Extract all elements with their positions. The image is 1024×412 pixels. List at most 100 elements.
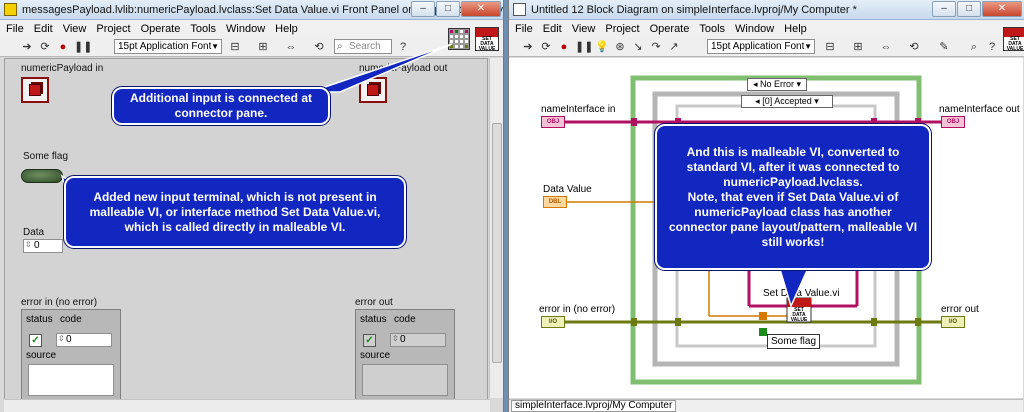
highlight-execution-icon[interactable]: 💡 xyxy=(595,41,609,53)
run-arrow-icon[interactable]: ➔ xyxy=(22,41,32,53)
distribute-objects-icon[interactable]: ⊞ xyxy=(853,41,863,53)
front-panel-titlebar[interactable]: messagesPayload.lvlib:numericPayload.lvc… xyxy=(0,0,503,20)
menu-edit[interactable]: Edit xyxy=(33,22,53,35)
status-checkbox[interactable]: ✓ xyxy=(29,334,42,347)
step-out-icon[interactable]: ↗ xyxy=(669,41,679,53)
front-panel-vertical-scrollbar[interactable] xyxy=(489,58,503,398)
maximize-button[interactable]: □ xyxy=(957,1,981,17)
abort-icon[interactable]: ● xyxy=(560,41,568,53)
source-field[interactable] xyxy=(28,364,114,396)
menu-operate[interactable]: Operate xyxy=(649,22,690,35)
menu-tools[interactable]: Tools xyxy=(699,22,726,35)
chevron-down-icon: ▼ xyxy=(211,42,219,51)
some-flag-terminal[interactable]: Some flag xyxy=(767,334,821,349)
error-in-terminal[interactable]: I/O xyxy=(541,316,565,328)
error-tunnel xyxy=(675,318,681,326)
error-tunnel xyxy=(915,318,921,326)
menu-help[interactable]: Help xyxy=(784,22,807,35)
name-interface-in-terminal[interactable]: OBJ xyxy=(541,116,565,128)
search-input[interactable]: ⌕ Search xyxy=(334,39,392,54)
chevron-left-icon[interactable]: ◂ xyxy=(752,79,758,89)
chevron-down-icon[interactable]: ▾ xyxy=(814,96,819,106)
increment-icon[interactable]: ⇳ xyxy=(58,334,65,343)
chevron-down-icon[interactable]: ▾ xyxy=(796,79,802,89)
error-in-label: error in (no error) xyxy=(539,304,616,315)
block-diagram-window: Untitled 12 Block Diagram on simpleInter… xyxy=(508,0,1024,412)
run-continuous-icon[interactable]: ⟳ xyxy=(40,41,50,53)
minimize-button[interactable]: – xyxy=(932,1,956,17)
connector-pane-icon[interactable] xyxy=(448,28,470,50)
menu-window[interactable]: Window xyxy=(735,22,775,35)
menu-file[interactable]: File xyxy=(515,22,533,35)
front-panel-toolbar: ➔ ⟳ ● ❚❚ 15pt Application Font ▼ ⊟ ⊞ ⇔ ⟲… xyxy=(0,37,503,57)
close-button[interactable]: ✕ xyxy=(982,1,1022,17)
menu-project[interactable]: Project xyxy=(96,22,131,35)
menu-view[interactable]: View xyxy=(571,22,596,35)
error-out-cluster[interactable]: status code ✓ ⇳ 0 source xyxy=(355,309,455,401)
font-selector[interactable]: 15pt Application Font ▼ xyxy=(707,39,815,54)
align-objects-icon[interactable]: ⊟ xyxy=(825,41,835,53)
status-label: status xyxy=(26,314,53,325)
menu-window[interactable]: Window xyxy=(226,22,266,35)
numeric-payload-in-control[interactable] xyxy=(21,77,49,103)
name-interface-out-terminal[interactable]: OBJ xyxy=(941,116,965,128)
status-bar: simpleInterface.lvproj/My Computer xyxy=(509,399,1023,412)
pause-icon[interactable]: ❚❚ xyxy=(575,41,594,53)
retain-wire-values-icon[interactable]: ⊛ xyxy=(615,41,625,53)
vi-icon[interactable]: SET DATA VALUE xyxy=(1003,27,1024,52)
menu-file[interactable]: File xyxy=(6,22,24,35)
minimize-button[interactable]: – xyxy=(411,1,435,17)
vi-icon[interactable]: SET DATA VALUE xyxy=(475,27,499,52)
code-field[interactable]: ⇳ 0 xyxy=(56,333,112,347)
project-path: simpleInterface.lvproj/My Computer xyxy=(511,400,677,412)
source-label: source xyxy=(26,350,57,361)
pause-icon[interactable]: ❚❚ xyxy=(74,41,93,53)
run-continuous-icon[interactable]: ⟳ xyxy=(541,41,551,53)
data-value-terminal[interactable]: DBL xyxy=(543,196,567,208)
abort-icon[interactable]: ● xyxy=(59,41,67,53)
outer-case-selector[interactable]: ◂ No Error ▾ xyxy=(747,78,807,91)
error-in-label: error in (no error) xyxy=(21,297,98,308)
increment-icon: ⇳ xyxy=(392,334,399,343)
chevron-left-icon[interactable]: ◂ xyxy=(755,96,760,106)
help-icon[interactable]: ? xyxy=(988,41,996,53)
distribute-objects-icon[interactable]: ⊞ xyxy=(258,41,268,53)
menu-edit[interactable]: Edit xyxy=(542,22,562,35)
error-out-terminal[interactable]: I/O xyxy=(941,316,965,328)
resize-objects-icon[interactable]: ⇔ xyxy=(285,41,297,53)
menu-project[interactable]: Project xyxy=(605,22,640,35)
error-in-cluster[interactable]: status code ✓ ⇳ 0 source xyxy=(21,309,121,401)
step-into-icon[interactable]: ↘ xyxy=(633,41,643,53)
class-tunnel xyxy=(631,118,637,126)
help-icon[interactable]: ? xyxy=(399,41,407,53)
reorder-icon[interactable]: ⟲ xyxy=(314,41,324,53)
callout-connector-pane: Additional input is connected at connect… xyxy=(111,86,331,126)
maximize-button[interactable]: □ xyxy=(436,1,460,17)
align-objects-icon[interactable]: ⊟ xyxy=(230,41,240,53)
font-selector[interactable]: 15pt Application Font ▼ xyxy=(114,39,222,54)
menu-help[interactable]: Help xyxy=(275,22,298,35)
search-icon[interactable]: ⌕ xyxy=(970,41,978,53)
subvi-icon-text: SET DATA VALUE xyxy=(790,307,808,323)
name-interface-in-label: nameInterface in xyxy=(541,104,616,115)
menu-tools[interactable]: Tools xyxy=(190,22,217,35)
close-button[interactable]: ✕ xyxy=(461,1,501,17)
class-cube-icon xyxy=(29,84,41,96)
cleanup-diagram-icon[interactable]: ✎ xyxy=(939,41,949,53)
window-controls: – □ ✕ xyxy=(932,1,1022,17)
increment-icon[interactable]: ⇳ xyxy=(25,240,32,249)
run-arrow-icon[interactable]: ➔ xyxy=(523,41,533,53)
numeric-payload-out-indicator[interactable] xyxy=(359,77,387,103)
callout-pointer-malleable xyxy=(777,265,811,309)
menu-view[interactable]: View xyxy=(62,22,87,35)
data-numeric-control[interactable]: ⇳ 0 xyxy=(23,239,63,253)
resize-objects-icon[interactable]: ⇔ xyxy=(880,41,892,53)
block-diagram-titlebar[interactable]: Untitled 12 Block Diagram on simpleInter… xyxy=(509,0,1024,20)
name-interface-out-label: nameInterface out xyxy=(939,104,1020,115)
menu-operate[interactable]: Operate xyxy=(140,22,181,35)
step-over-icon[interactable]: ↷ xyxy=(651,41,661,53)
front-panel-horizontal-scrollbar[interactable] xyxy=(4,399,490,412)
bool-tunnel xyxy=(759,328,767,336)
inner-case-selector[interactable]: ◂ [0] Accepted ▾ xyxy=(741,95,833,108)
reorder-icon[interactable]: ⟲ xyxy=(909,41,919,53)
